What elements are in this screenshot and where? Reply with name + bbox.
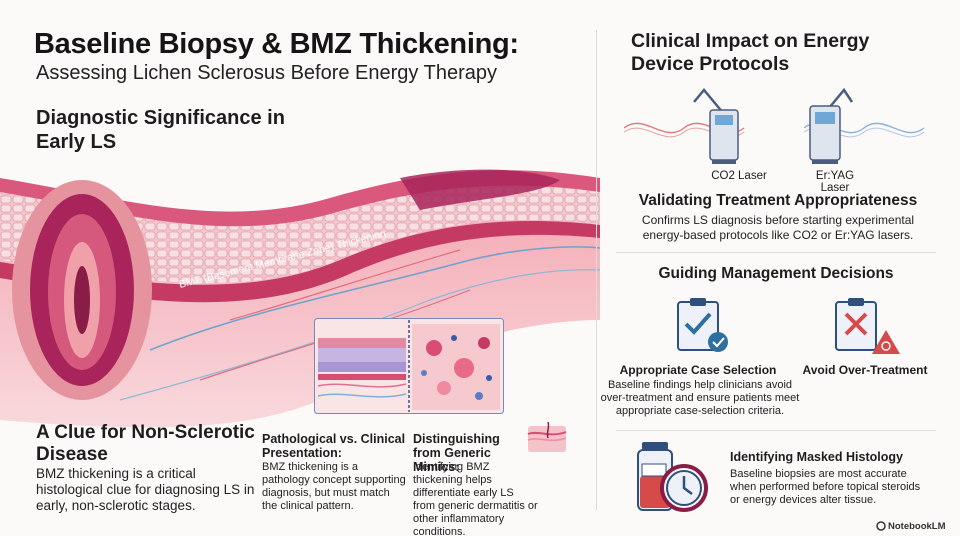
section-divider bbox=[616, 252, 936, 253]
case-selection-description: Baseline findings help clinicians avoid … bbox=[600, 379, 800, 417]
clue-heading: A Clue for Non-Sclerotic Disease bbox=[36, 422, 255, 465]
page-subtitle: Assessing Lichen Sclerosus Before Energy… bbox=[36, 62, 497, 84]
clinical-impact-heading: Clinical Impact on Energy Device Protoco… bbox=[631, 30, 870, 75]
vial-clock-icon bbox=[637, 442, 708, 512]
mimics-heading: Distinguishing from Generic Mimics: bbox=[413, 432, 500, 474]
laser-devices-illustration bbox=[624, 87, 924, 164]
eryag-laser-label: Er:YAG Laser bbox=[815, 170, 855, 194]
column-divider bbox=[596, 30, 597, 510]
clipboard-check-icon bbox=[677, 298, 728, 352]
pathological-description: BMZ thickening is a pathology concept su… bbox=[262, 461, 406, 512]
case-selection-heading: Appropriate Case Selection bbox=[619, 363, 777, 377]
avoid-over-treatment-heading: Avoid Over-Treatment bbox=[802, 363, 928, 377]
page-title: Baseline Biopsy & BMZ Thickening: bbox=[34, 28, 519, 60]
skin-layer-icon bbox=[527, 421, 567, 452]
pathological-heading: Pathological vs. Clinical Presentation: bbox=[262, 432, 406, 460]
validating-description: Confirms LS diagnosis before starting ex… bbox=[641, 213, 915, 242]
mimics-description: Identifying BMZ thickening helps differe… bbox=[413, 461, 538, 536]
masked-histology-heading: Identifying Masked Histology bbox=[730, 450, 903, 464]
brand-label: NotebookLM bbox=[888, 521, 946, 532]
eryag-laser-icon bbox=[809, 87, 854, 164]
clipboard-x-hazard-icon bbox=[835, 298, 900, 354]
guiding-heading: Guiding Management Decisions bbox=[658, 265, 894, 282]
diagnostic-significance-heading: Diagnostic Significance in Early LS bbox=[36, 107, 285, 153]
validating-heading: Validating Treatment Appropriateness bbox=[638, 192, 918, 209]
masked-histology-description: Baseline biopsies are most accurate when… bbox=[730, 468, 921, 506]
co2-laser-label: CO2 Laser bbox=[711, 170, 767, 182]
clue-description: BMZ thickening is a critical histologica… bbox=[36, 466, 255, 513]
co2-laser-icon bbox=[693, 88, 739, 164]
histology-comparison-panel bbox=[314, 318, 504, 414]
notebooklm-logo-icon bbox=[876, 521, 886, 531]
tissue-cross-section-illustration: BMZ (Basement Membrane Zone) Thickening bbox=[0, 169, 600, 428]
section-divider bbox=[616, 430, 936, 431]
